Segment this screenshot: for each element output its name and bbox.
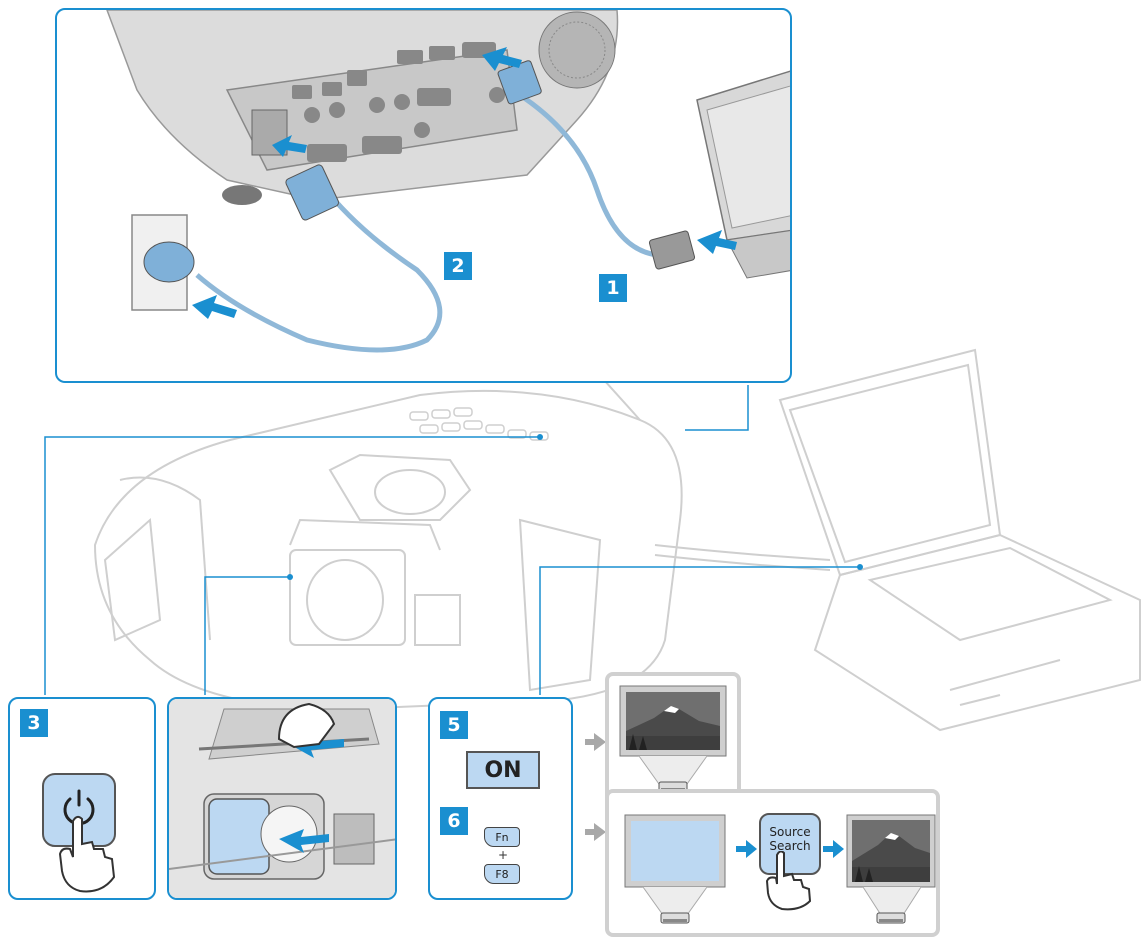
on-button[interactable]: ON — [466, 751, 540, 789]
laptop-icon — [778, 348, 1141, 732]
connection-panel: 1 2 — [55, 8, 792, 383]
result-source-search: Source Search — [605, 789, 940, 937]
step-2-badge: 2 — [444, 252, 472, 280]
result-arrows — [585, 733, 606, 841]
power-button-illustration — [42, 773, 116, 893]
source-search-label-line1: Source — [769, 825, 811, 839]
arrow-right-icon — [192, 47, 737, 319]
step-4-panel: 4 — [167, 697, 397, 900]
projector-icon — [660, 912, 690, 924]
arrow-right-icon — [823, 840, 844, 858]
source-search-label-line2: Search — [769, 839, 811, 853]
connection-illustration — [106, 10, 790, 353]
step-1-badge: 1 — [599, 274, 627, 302]
mountain-image-icon — [626, 692, 720, 750]
step-3-badge: 3 — [20, 709, 48, 737]
hand-pointer-icon — [765, 851, 812, 911]
step-5-6-panel: 5 ON 6 Fn + F8 — [428, 697, 573, 900]
hand-pointer-icon — [277, 702, 336, 749]
power-cord — [195, 183, 443, 353]
f8-key[interactable]: F8 — [484, 864, 520, 884]
mountain-image-icon — [852, 820, 930, 882]
lens-cover-illustration — [169, 699, 395, 898]
fn-key[interactable]: Fn — [484, 827, 520, 847]
arrow-right-icon — [585, 733, 606, 841]
step-5-badge: 5 — [440, 711, 468, 739]
projected-screen — [619, 685, 727, 793]
projector-top-buttons — [409, 407, 549, 441]
projected-image-screen — [846, 814, 936, 924]
source-search-button[interactable]: Source Search — [759, 813, 821, 875]
vga-cable-icon — [510, 87, 658, 258]
result-projected-image — [605, 672, 741, 804]
step-6-badge: 6 — [440, 807, 468, 835]
plus-sign: + — [498, 848, 509, 862]
step-3-panel: 3 — [8, 697, 156, 900]
blank-screen — [624, 814, 726, 924]
projector-icon — [876, 912, 906, 924]
hand-pointer-icon — [58, 815, 116, 893]
leader-lines — [44, 385, 860, 695]
arrow-right-icon — [736, 840, 757, 858]
